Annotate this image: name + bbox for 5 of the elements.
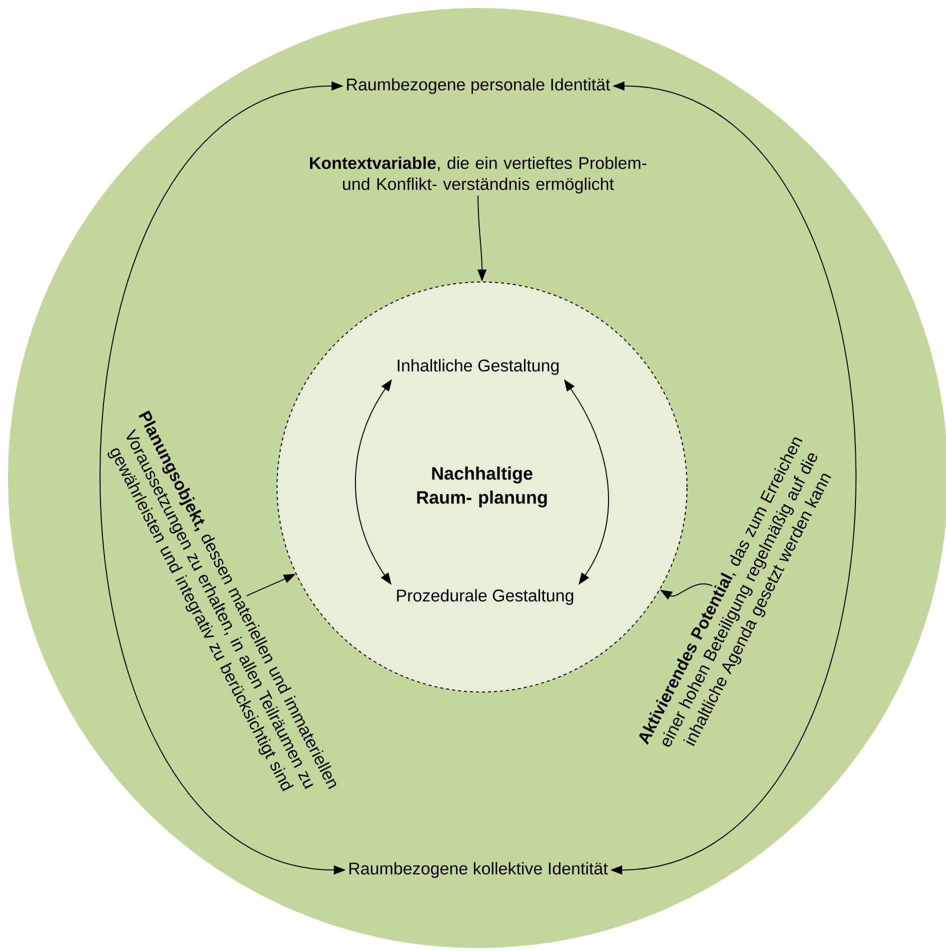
ring-text: Kontextvariable, die ein vertieftes Problem- und Konflikt- verständnis ermöglicht (310, 156, 646, 194)
ring-text: Prozedurale Gestaltung (397, 589, 574, 605)
ring-text: Inhaltliche Gestaltung (398, 359, 559, 375)
ring-text: Raumbezogene kollektive Identität (349, 862, 608, 878)
ring-text: Raumbezogene personale Identität (347, 78, 610, 94)
